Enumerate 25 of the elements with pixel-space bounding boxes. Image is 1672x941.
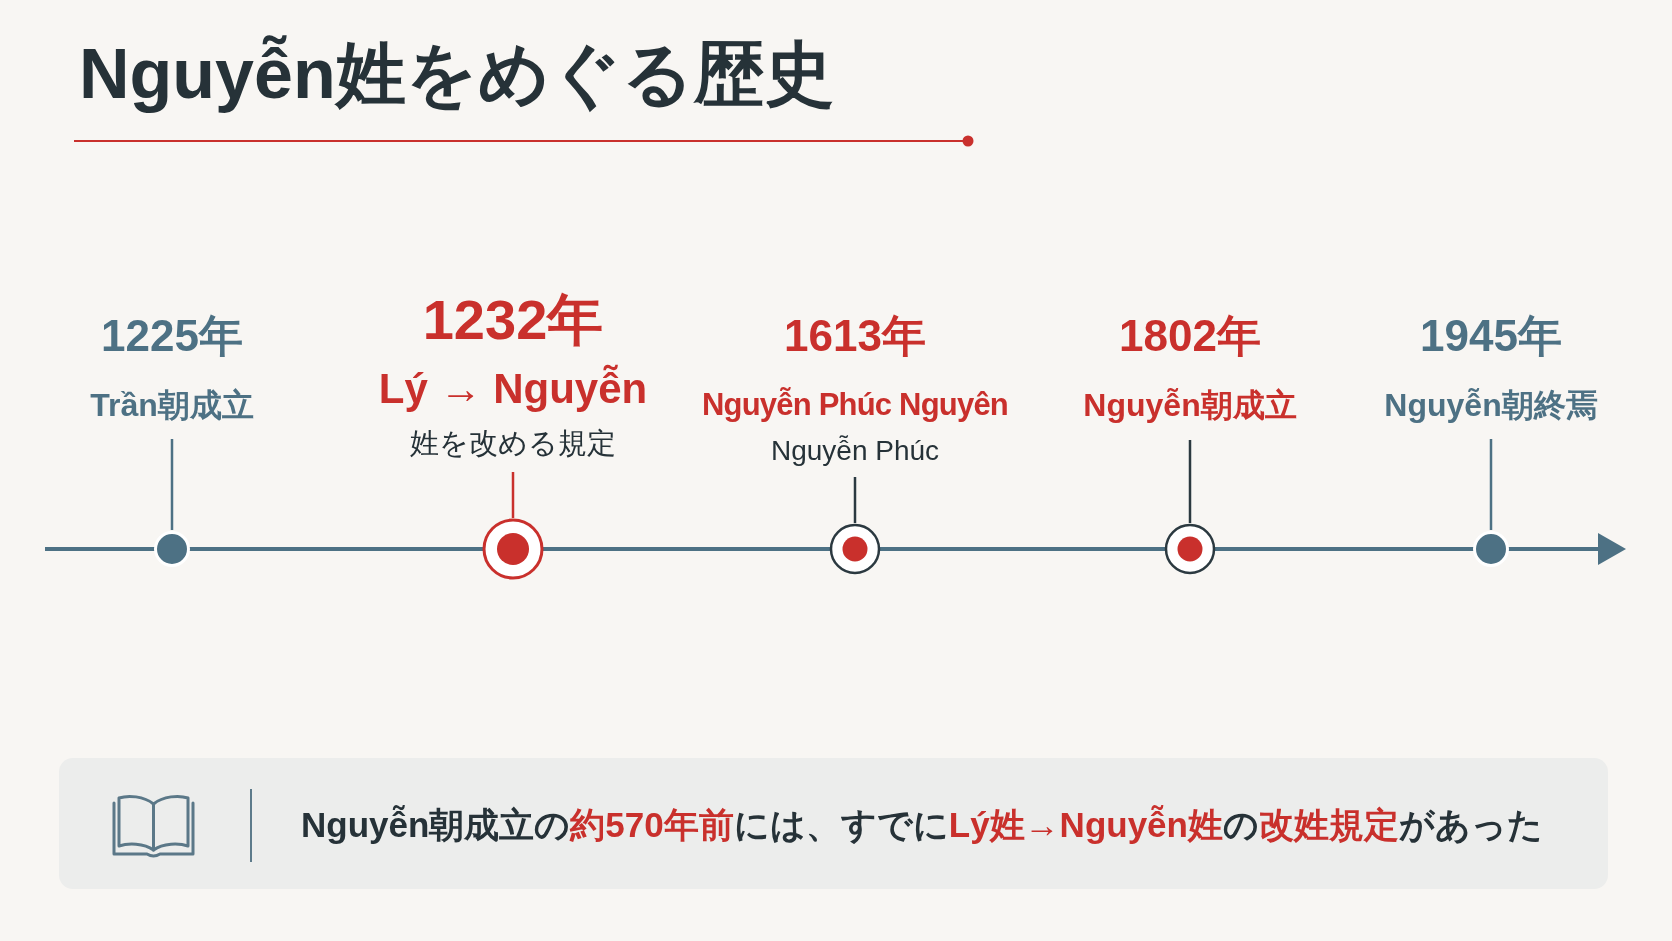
event-label: Nguyễn朝終焉	[1384, 386, 1598, 425]
year-label: 1232年	[422, 289, 604, 351]
leader-line	[1188, 440, 1192, 523]
ring-marker	[482, 518, 544, 580]
leader-line	[170, 439, 174, 530]
event-label: Nguyễn Phúc Nguyên	[702, 386, 1008, 424]
year-label: 1225年	[101, 312, 243, 360]
ring-marker	[829, 523, 881, 575]
leader-line	[1489, 439, 1493, 530]
leader-line	[511, 472, 515, 518]
year-label: 1802年	[1119, 312, 1261, 360]
timeline-dot	[153, 530, 191, 568]
event-label: Nguyễn朝成立	[1083, 386, 1297, 425]
year-label: 1613年	[784, 312, 926, 360]
note-box	[59, 758, 1608, 889]
event-note: Nguyễn Phúc	[770, 434, 940, 468]
event-note: 姓を改める規定	[410, 426, 616, 461]
year-label: 1945年	[1420, 312, 1562, 360]
note-text: Nguyễn朝成立の約570年前には、すでにLý姓→Nguyễn姓の改姓規定があった	[301, 804, 1543, 846]
title: Nguyễn姓をめぐる歴史	[79, 34, 834, 115]
timeline-dot	[1472, 530, 1510, 568]
event-label: Lý → Nguyễn	[378, 365, 648, 413]
ring-marker	[1164, 523, 1216, 575]
leader-line	[853, 477, 857, 523]
event-label: Trần朝成立	[90, 386, 254, 425]
